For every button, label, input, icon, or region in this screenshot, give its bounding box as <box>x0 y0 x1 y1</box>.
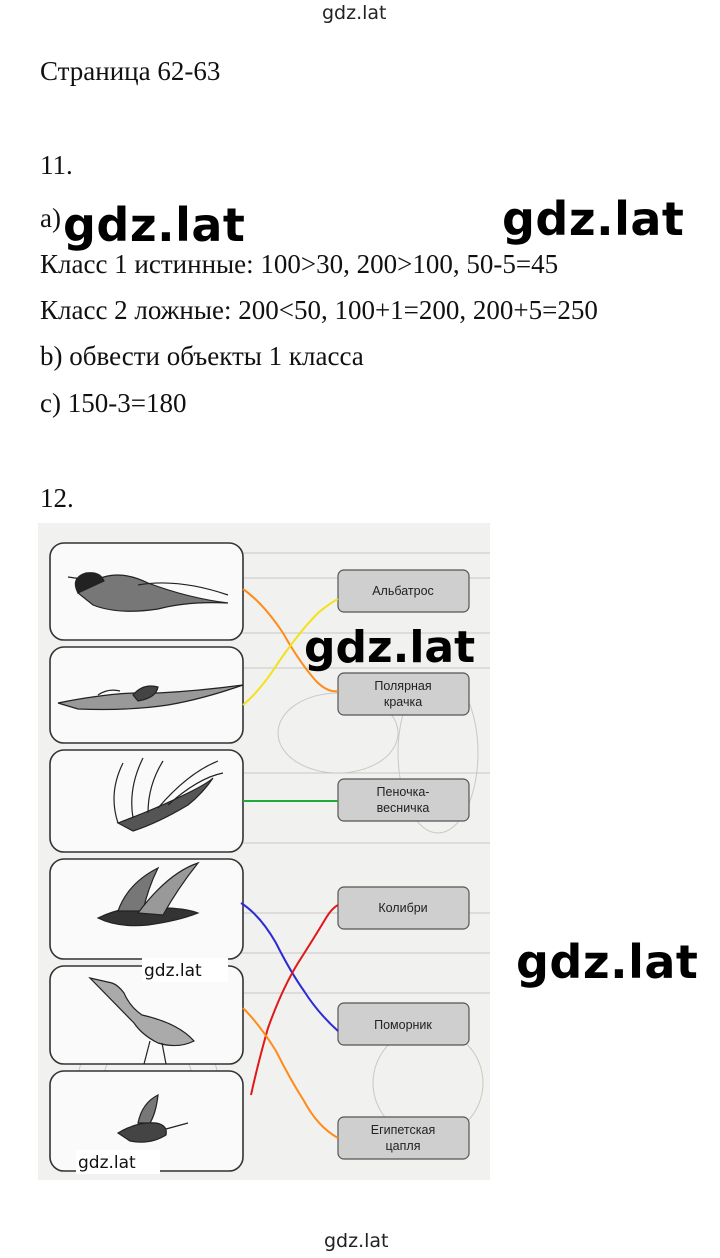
task-11-class-1: Класс 1 истинные: 100>30, 200>100, 50-5=… <box>40 249 559 279</box>
watermark: gdz.lat <box>304 622 475 673</box>
site-footer: gdz.lat <box>324 1230 389 1252</box>
skua-icon <box>96 861 200 927</box>
site-header: gdz.lat <box>322 2 387 24</box>
watermark: gdz.lat <box>144 961 202 981</box>
name-box-hummingbird: Колибри <box>337 886 470 930</box>
bird-box-warbler <box>49 749 244 853</box>
connection-line-hummingbird <box>250 904 339 1096</box>
name-box-albatross: Альбатрос <box>337 569 470 613</box>
name-box-skua: Поморник <box>337 1002 470 1046</box>
task-11-class-2: Класс 2 ложные: 200<50, 100+1=200, 200+5… <box>40 295 598 325</box>
tern-icon <box>67 572 229 612</box>
name-box-arctic-tern: Полярная крачка <box>337 672 470 716</box>
watermark: gdz.lat <box>502 192 685 246</box>
connection-line-heron <box>242 1007 339 1139</box>
name-box-willow-warbler: Пеночка- весничка <box>337 778 470 822</box>
watermark: gdz.lat <box>516 935 699 989</box>
connection-line-tern <box>242 588 339 693</box>
bird-box-albatross <box>49 646 244 744</box>
bird-box-skua <box>49 858 244 960</box>
task-11-number: 11. <box>40 150 73 180</box>
hummingbird-icon <box>116 1093 189 1143</box>
connection-line-skua <box>240 902 339 1032</box>
name-box-label: Пеночка- <box>377 785 430 799</box>
name-box-label: Египетская <box>371 1123 435 1137</box>
page-title: Страница 62-63 <box>40 56 221 86</box>
task-11-part-c: c) 150-3=180 <box>40 388 187 418</box>
task-11-part-b: b) обвести объекты 1 класса <box>40 341 364 371</box>
name-box-label: Полярная <box>374 679 431 693</box>
name-box-label: крачка <box>384 695 422 709</box>
albatross-icon <box>57 684 244 711</box>
name-box-label: Поморник <box>374 1018 432 1032</box>
watermark: gdz.lat <box>78 1153 136 1173</box>
heron-icon <box>88 976 195 1065</box>
connection-line-albatross <box>242 598 339 706</box>
name-box-label: весничка <box>377 801 430 815</box>
name-box-label: Колибри <box>378 901 427 915</box>
watermark: gdz.lat <box>63 198 246 252</box>
name-box-egyptian-heron: Египетская цапля <box>337 1116 470 1160</box>
warbler-icon <box>113 757 224 832</box>
task-11-part-a-label: a) <box>40 203 61 233</box>
name-box-label: цапля <box>386 1139 421 1153</box>
bird-matching-figure: Альбатрос Полярная крачка Пеночка- весни… <box>38 523 490 1180</box>
bird-box-hummingbird <box>49 1070 244 1172</box>
bird-box-tern <box>49 542 244 641</box>
name-box-label: Альбатрос <box>372 584 434 598</box>
task-12-number: 12. <box>40 483 74 513</box>
